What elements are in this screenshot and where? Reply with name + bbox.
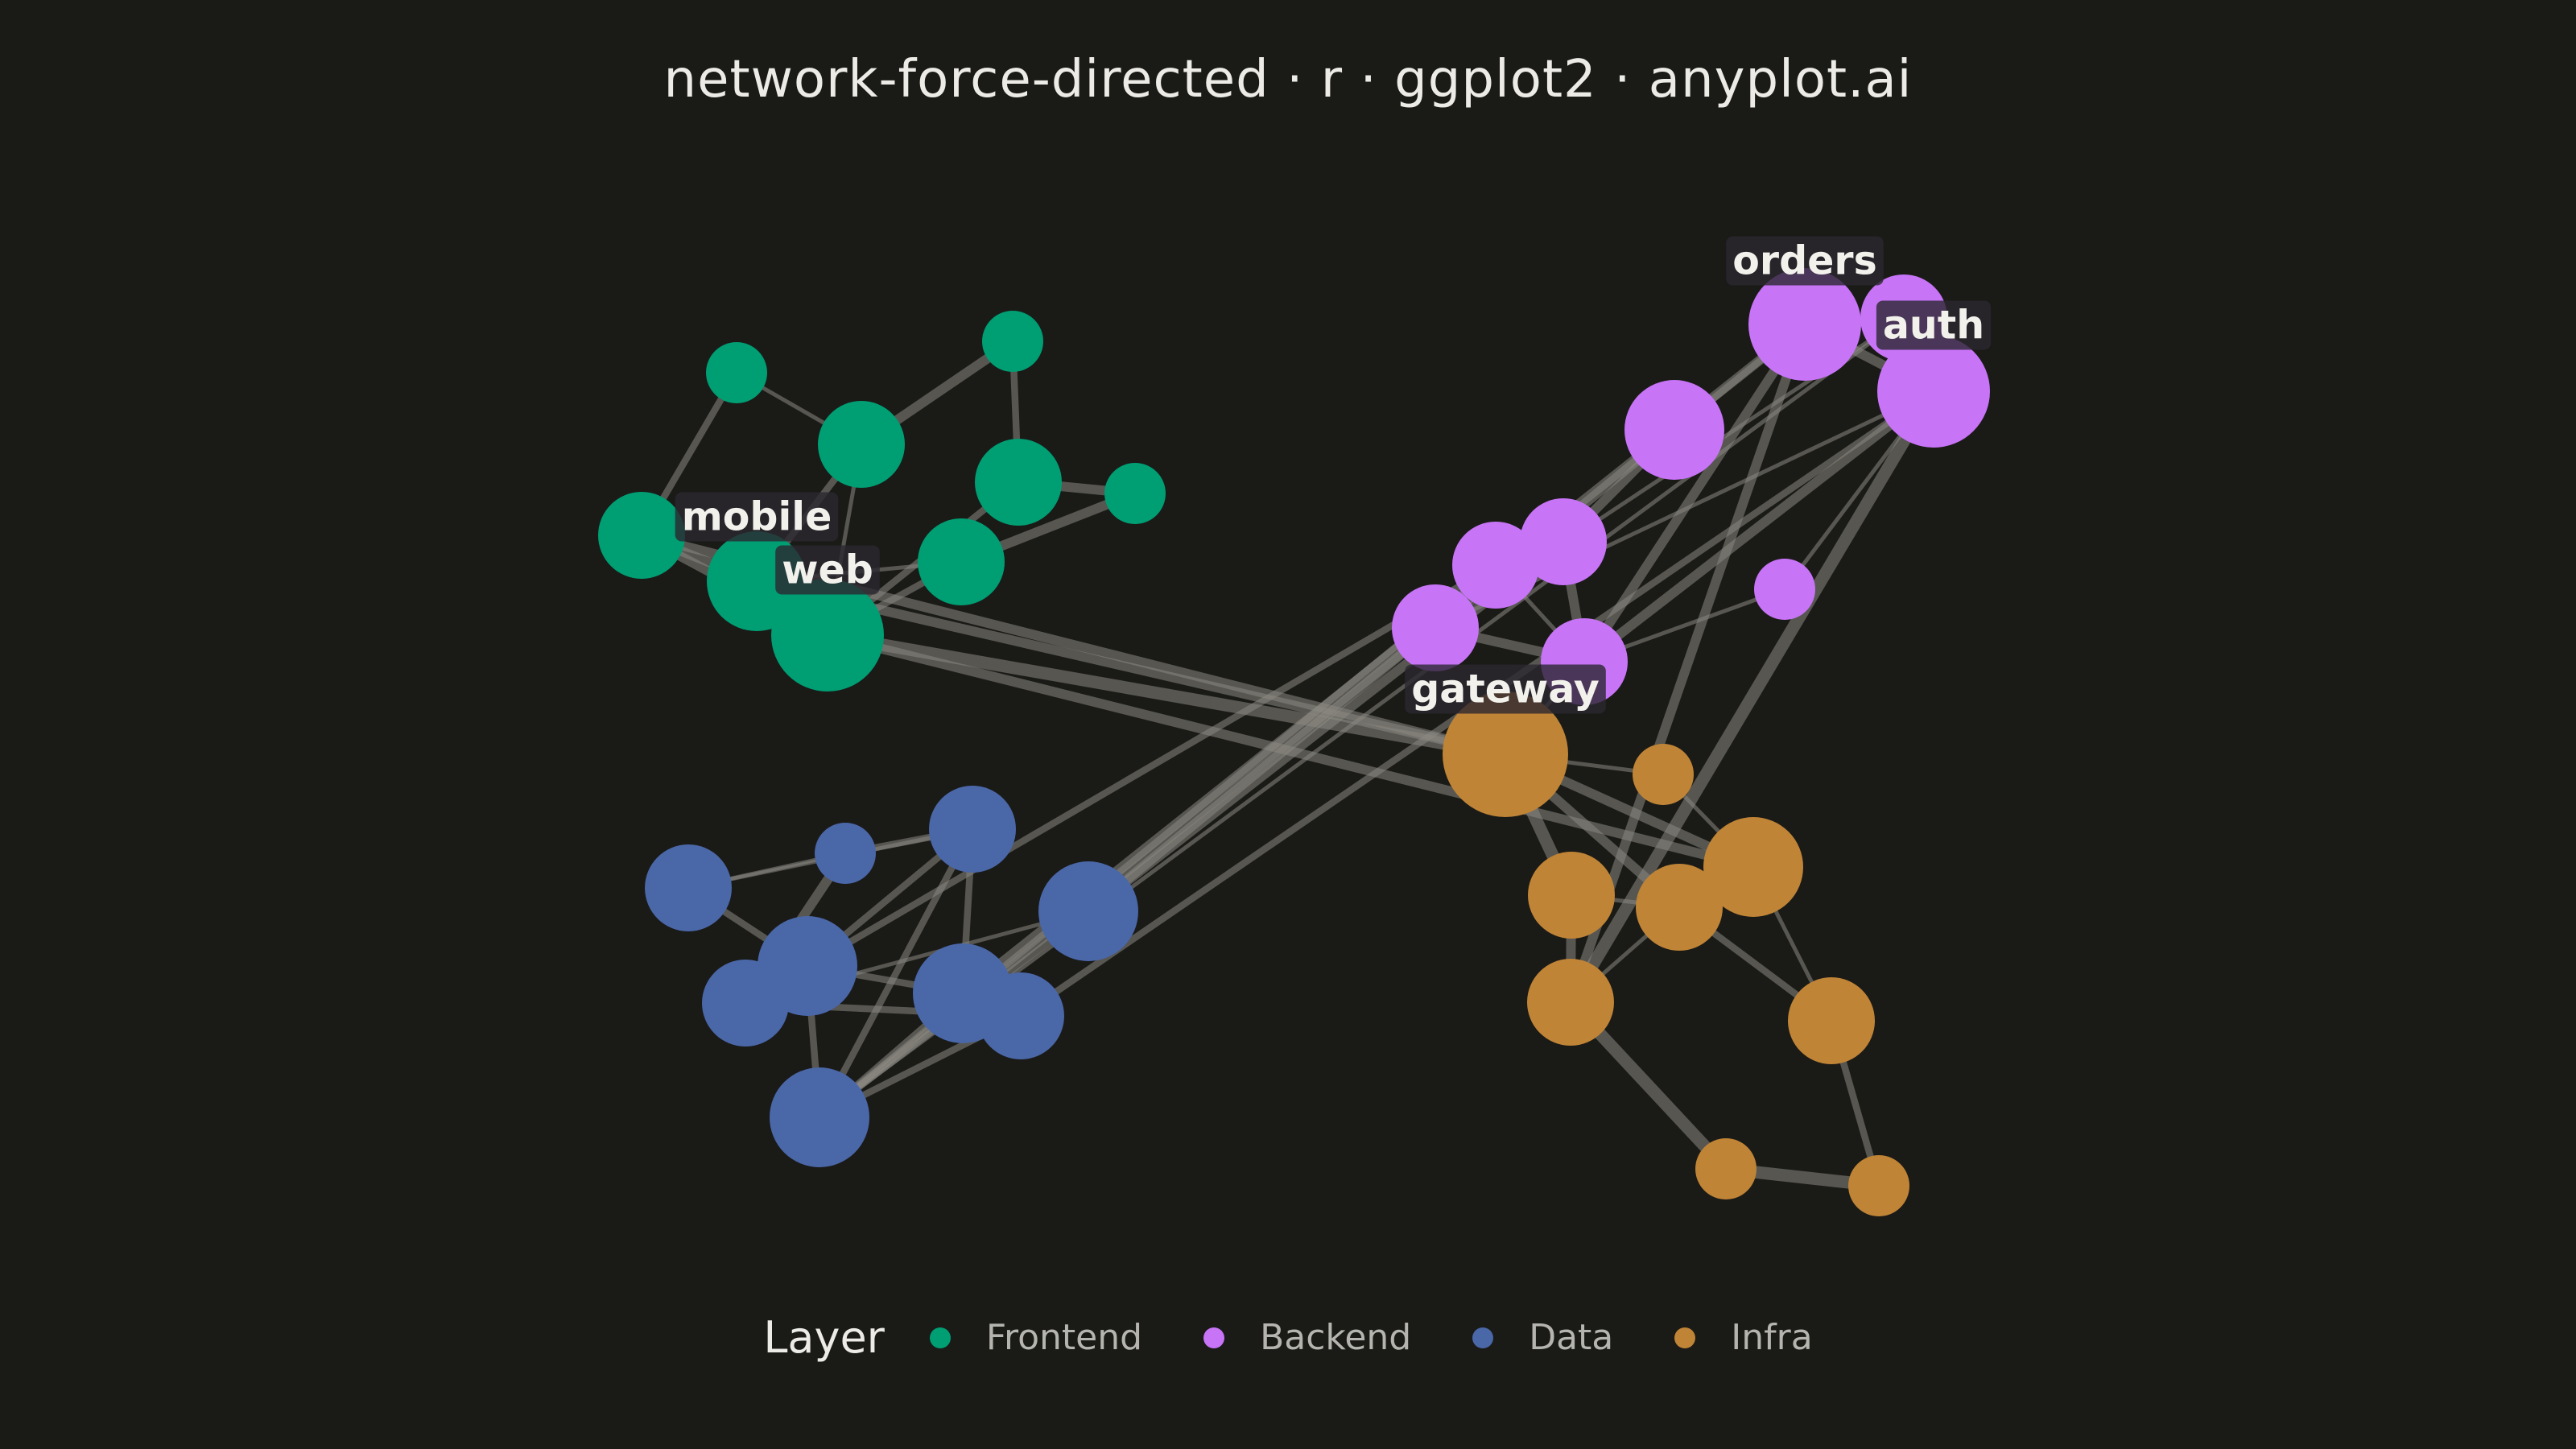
node-d9 — [770, 1067, 869, 1167]
node-label-gateway: gateway — [1405, 664, 1606, 714]
node-d3 — [929, 786, 1016, 873]
node-label-text: mobile — [682, 494, 832, 540]
node-i8 — [1848, 1155, 1909, 1216]
node-i5 — [1527, 959, 1614, 1046]
node-f5 — [1104, 463, 1166, 524]
node-label-web: web — [775, 545, 880, 595]
node-label-bg — [775, 545, 880, 595]
node-f3 — [818, 401, 905, 488]
legend-item-infra: Infra — [1674, 1317, 1813, 1358]
node-layer — [598, 268, 1990, 1216]
node-label-bg — [1405, 664, 1606, 714]
edge-auth-b7 — [1579, 386, 1938, 667]
legend: Layer Frontend Backend Data Infra — [0, 1312, 2576, 1363]
node-d4 — [1038, 861, 1138, 961]
page-title: network-force-directed · r · ggplot2 · a… — [663, 50, 1913, 109]
edge-f6-gateway — [752, 576, 1510, 759]
node-b5 — [1754, 559, 1815, 620]
legend-label-data: Data — [1529, 1317, 1614, 1358]
node-label-bg — [675, 492, 839, 542]
node-i6 — [1788, 977, 1875, 1064]
node-mobile — [598, 492, 685, 579]
node-b4 — [1452, 522, 1539, 609]
node-b2 — [1624, 380, 1724, 480]
legend-label-frontend: Frontend — [985, 1317, 1143, 1358]
node-gateway — [1443, 691, 1568, 817]
node-label-orders: orders — [1726, 236, 1884, 286]
legend-key-data — [1472, 1327, 1494, 1348]
node-i4 — [1636, 864, 1723, 951]
legend-key-backend — [1203, 1327, 1225, 1348]
node-i1 — [1633, 744, 1694, 805]
node-f7 — [918, 518, 1005, 605]
node-d1 — [645, 844, 732, 931]
legend-item-data: Data — [1472, 1317, 1613, 1358]
node-f4 — [975, 439, 1062, 526]
edge-b4-d6 — [741, 561, 1500, 1007]
node-label-mobile: mobile — [675, 492, 839, 542]
node-label-bg — [1876, 300, 1992, 350]
node-label-text: orders — [1732, 238, 1876, 284]
node-auth — [1877, 335, 1990, 448]
node-d8 — [977, 972, 1064, 1059]
node-f1 — [706, 342, 767, 403]
legend-title: Layer — [763, 1312, 885, 1363]
node-b6 — [1392, 584, 1479, 671]
legend-label-infra: Infra — [1731, 1317, 1813, 1358]
legend-key-frontend — [929, 1327, 951, 1348]
legend-item-frontend: Frontend — [929, 1317, 1143, 1358]
node-i3 — [1528, 852, 1615, 939]
edge-web-gateway — [821, 629, 1512, 761]
node-d2 — [815, 823, 876, 884]
legend-label-backend: Backend — [1260, 1317, 1412, 1358]
legend-key-infra — [1674, 1327, 1696, 1348]
node-label-text: gateway — [1411, 667, 1600, 712]
edge-d3-d9 — [815, 825, 976, 1121]
node-web — [771, 579, 884, 691]
node-label-text: auth — [1883, 303, 1984, 349]
node-b3 — [1520, 498, 1607, 585]
node-label-text: web — [782, 547, 873, 593]
node-i7 — [1695, 1138, 1757, 1199]
node-d6 — [702, 960, 789, 1046]
node-orders — [1748, 268, 1861, 381]
node-label-bg — [1726, 236, 1884, 286]
node-label-auth: auth — [1876, 300, 1992, 350]
legend-item-backend: Backend — [1203, 1317, 1411, 1358]
node-f2 — [982, 311, 1043, 372]
node-i2 — [1703, 817, 1803, 917]
